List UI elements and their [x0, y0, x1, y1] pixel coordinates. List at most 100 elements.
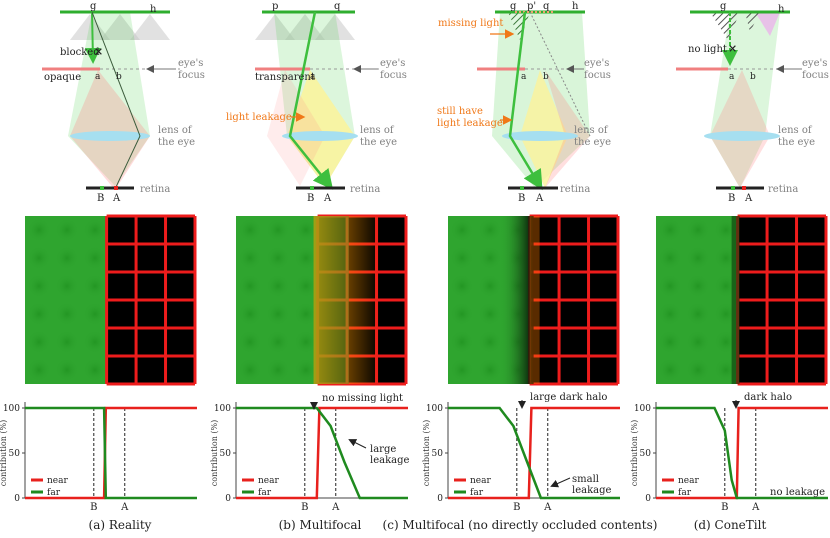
panel-c-point-a: a: [521, 72, 527, 82]
render-blur-blob: [294, 358, 318, 382]
panel-a-blocked-note: blocked: [60, 47, 100, 58]
render-blur-blob: [450, 218, 474, 242]
render-blur-blob: [83, 218, 107, 242]
panel-a-focus-1: eye's: [178, 58, 203, 69]
render-blur-blob: [238, 358, 262, 382]
panel-d-label-h: h: [778, 4, 785, 15]
chart-y-tick-label: 50: [640, 449, 652, 459]
note-no-leakage: no leakage: [770, 487, 825, 498]
render-blur-blob: [238, 274, 262, 298]
panel-c-label-p: p': [527, 1, 536, 12]
panel-d-point-b: b: [750, 72, 756, 82]
render-blur-blob: [27, 274, 51, 298]
note-leakage-b: leakage: [370, 455, 410, 466]
render-blur-blob: [55, 218, 79, 242]
panel-a-focus-2: focus: [178, 70, 205, 81]
render-dark-halo: [731, 216, 740, 384]
panel-b-leak-note: light leakage: [226, 112, 292, 123]
chart-y-tick-label: 100: [3, 404, 20, 414]
rendered-images: [25, 214, 828, 386]
chart-x-tick-label: B: [301, 502, 308, 513]
legend-label-near: near: [258, 476, 279, 486]
render-leakage-green: [313, 216, 349, 384]
panel-c-focus-1: eye's: [584, 58, 609, 69]
render-blur-blob: [266, 302, 290, 326]
panel-c-point-B: B: [518, 193, 525, 204]
legend-label-far: far: [678, 488, 692, 498]
render-blur-blob: [686, 274, 710, 298]
panel-a-point-b: b: [116, 72, 122, 82]
panel-c-leak-note-2: light leakage: [437, 118, 503, 129]
note-large-dark-halo: large dark halo: [530, 392, 607, 403]
render-blur-blob: [83, 302, 107, 326]
render-blur-blob: [55, 302, 79, 326]
render-blur-blob: [450, 274, 474, 298]
chart-y-tick-label: 0: [14, 494, 20, 504]
note-large: large: [370, 444, 396, 455]
chart-x-tick-label: A: [543, 502, 552, 513]
panel-a-point-B: B: [97, 193, 104, 204]
render-small-leakage: [529, 216, 540, 384]
chart-y-tick-label: 50: [432, 449, 444, 459]
panel-d-nolight-note: no light: [688, 44, 727, 55]
chart-series-far: [25, 406, 197, 500]
render-blur-blob: [478, 246, 502, 270]
legend-label-far: far: [47, 488, 61, 498]
render-blur-blob: [83, 358, 107, 382]
render-c: [448, 214, 620, 386]
render-blur-blob: [478, 302, 502, 326]
panel-d-focus-2: focus: [802, 70, 829, 81]
render-blur-blob: [658, 302, 682, 326]
render-blur-blob: [686, 302, 710, 326]
note-leakage-c: leakage: [572, 485, 612, 496]
panel-d-point-a: a: [729, 72, 735, 82]
caption-c: (c) Multifocal (no directly occluded con…: [382, 518, 658, 532]
chart-y-tick-label: 0: [225, 494, 231, 504]
note-no-missing-light: no missing light: [322, 393, 403, 404]
panel-a-retina: retina: [140, 184, 170, 195]
render-blur-blob: [238, 330, 262, 354]
panel-d-lens-2: the eye: [778, 137, 815, 148]
legend-label-near: near: [47, 476, 68, 486]
render-blur-blob: [266, 218, 290, 242]
panel-a-point-A: A: [112, 193, 121, 204]
render-blur-blob: [658, 330, 682, 354]
panel-c-retina: retina: [560, 184, 590, 195]
panel-d-focus-1: eye's: [802, 58, 827, 69]
panel-c-label-q: q: [543, 1, 550, 12]
panel-d-retina: retina: [768, 184, 798, 195]
render-blur-blob: [294, 246, 318, 270]
panel-d-lens-1: lens of: [778, 125, 813, 136]
chart-y-axis-label: contribution (%): [422, 420, 431, 486]
panel-a-lens-2: the eye: [158, 137, 195, 148]
chart-series-far: [656, 406, 828, 500]
chart-x-tick-label: B: [721, 502, 728, 513]
panel-c-diagram: g p' q h missing light a b still have li…: [437, 1, 611, 204]
caption-b: (b) Multifocal: [278, 518, 362, 532]
render-blur-blob: [658, 246, 682, 270]
panel-b-lens-1: lens of: [360, 125, 395, 136]
panel-a-point-a: a: [95, 72, 101, 82]
chart-y-axis-label: contribution (%): [630, 420, 639, 486]
chart-series-far: [236, 406, 408, 500]
render-blur-blob: [27, 302, 51, 326]
render-blur-blob: [83, 330, 107, 354]
panel-b-retina: retina: [350, 184, 380, 195]
render-blur-blob: [658, 218, 682, 242]
render-blur-blob: [450, 302, 474, 326]
legend-label-near: near: [678, 476, 699, 486]
chart-x-tick-label: A: [751, 502, 760, 513]
panel-a-label-g: g: [90, 1, 97, 12]
render-blur-blob: [294, 302, 318, 326]
render-blur-blob: [478, 330, 502, 354]
render-blur-blob: [478, 218, 502, 242]
chart-y-tick-label: 100: [634, 404, 651, 414]
panel-c-lens-1: lens of: [574, 125, 609, 136]
render-blur-blob: [27, 246, 51, 270]
panel-b-label-q: q: [334, 1, 341, 12]
panel-b-label-p: p: [272, 1, 278, 12]
